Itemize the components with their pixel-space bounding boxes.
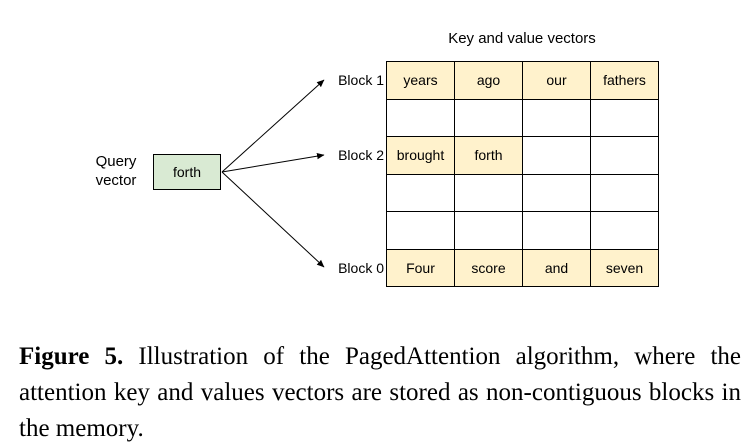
kv-cell-empty [454, 173, 523, 212]
kv-cell: score [454, 248, 523, 287]
block-1-label: Block 1 [338, 72, 384, 88]
kv-cell: our [522, 61, 591, 100]
grid-row-block-2: brought forth [386, 136, 659, 175]
kv-cell-empty [522, 173, 591, 212]
kv-cell [522, 136, 591, 175]
kv-cell: forth [454, 136, 523, 175]
kv-cell: and [522, 248, 591, 287]
grid-row-empty [386, 173, 659, 212]
figure-label: Figure 5. [19, 343, 124, 370]
pagedattention-diagram: Key and value vectors Query vector forth… [78, 30, 659, 287]
caption-text: Illustration of the PagedAttention algor… [19, 343, 741, 442]
kv-cell-empty [590, 211, 659, 250]
grid-row-block-1: years ago our fathers [386, 61, 659, 100]
block-0-label: Block 0 [338, 260, 384, 276]
kv-cell: fathers [590, 61, 659, 100]
arrow-to-block-2 [221, 152, 325, 173]
query-vector-box: forth [153, 154, 221, 190]
kv-cell-empty [454, 98, 523, 137]
kv-cell: seven [590, 248, 659, 287]
figure-caption: Figure 5. Illustration of the PagedAtten… [19, 339, 741, 447]
grid-row-empty [386, 211, 659, 250]
kv-cell-empty [386, 173, 455, 212]
kv-cell: brought [386, 136, 455, 175]
kv-cell-empty [386, 211, 455, 250]
kv-cell-empty [590, 173, 659, 212]
grid-title: Key and value vectors [448, 30, 596, 47]
grid-row-block-0: Four score and seven [386, 248, 659, 287]
kv-cell-empty [522, 98, 591, 137]
grid-row-empty [386, 98, 659, 137]
query-vector-label: Query vector [78, 152, 154, 190]
block-2-label: Block 2 [338, 147, 384, 163]
kv-cell-empty [522, 211, 591, 250]
arrows [221, 79, 325, 268]
query-label-line2: vector [95, 172, 137, 189]
kv-cell-empty [590, 98, 659, 137]
kv-cell [590, 136, 659, 175]
arrow-to-block-0 [221, 171, 325, 268]
query-label-line1: Query [95, 153, 137, 170]
query-token: forth [172, 164, 201, 180]
kv-cell: Four [386, 248, 455, 287]
kv-cell: ago [454, 61, 523, 100]
kv-cell: years [386, 61, 455, 100]
kv-cell-empty [386, 98, 455, 137]
kv-cell-empty [454, 211, 523, 250]
arrow-to-block-1 [221, 79, 325, 173]
kv-cache-grid: years ago our fathers brought forth [386, 61, 659, 287]
